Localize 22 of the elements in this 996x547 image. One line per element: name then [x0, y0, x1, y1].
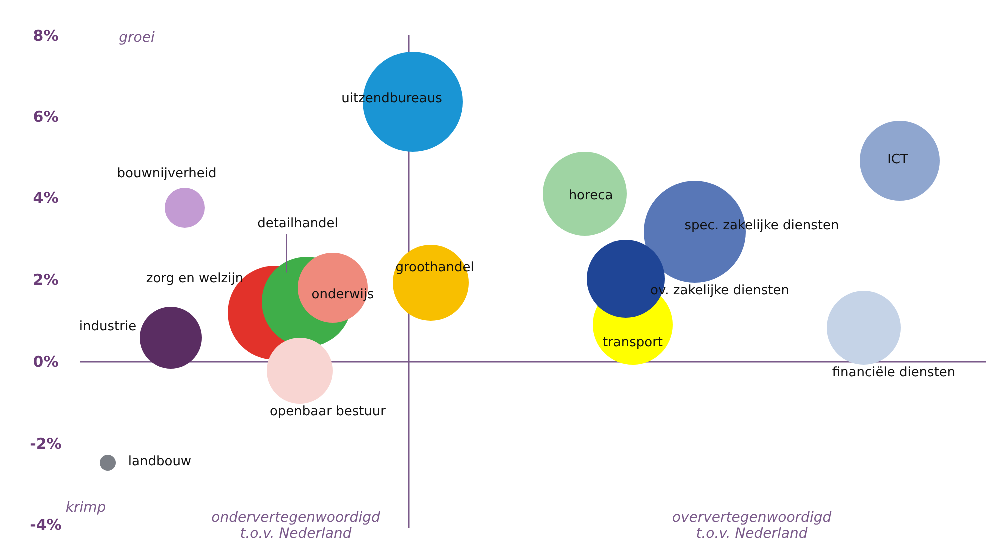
sector-label: transport	[602, 336, 664, 352]
sector-label: horeca	[568, 190, 614, 204]
sector-label: bouwnijverheid	[117, 168, 217, 182]
quadrant-label: krimp	[66, 500, 106, 516]
axis-tick-label: 4%	[33, 189, 59, 207]
sector-label: detailhandel	[258, 218, 338, 232]
axis-tick-label: 0%	[33, 353, 59, 371]
axis-tick-label: -2%	[30, 435, 62, 453]
sector-label: openbaar bestuur	[270, 406, 386, 420]
axis-title: oververtegenwoordigd t.o.v. Nederland	[671, 510, 833, 542]
axis-tick-label: 2%	[33, 271, 59, 289]
axis-tick-label: 8%	[33, 27, 59, 45]
axis-tick-label: 6%	[33, 108, 59, 126]
leader-line	[286, 234, 288, 274]
sector-label: landbouw	[128, 456, 192, 470]
quadrant-label: groei	[119, 30, 155, 46]
axis-tick-label: -4%	[30, 516, 62, 534]
sector-label: financiële diensten	[832, 366, 956, 382]
axis-title: ondervertegenwoordigd t.o.v. Nederland	[210, 510, 382, 542]
sector-label: industrie	[79, 320, 137, 336]
sector-label: zorg en welzijn	[146, 272, 244, 288]
sector-label: ICT	[888, 154, 908, 168]
